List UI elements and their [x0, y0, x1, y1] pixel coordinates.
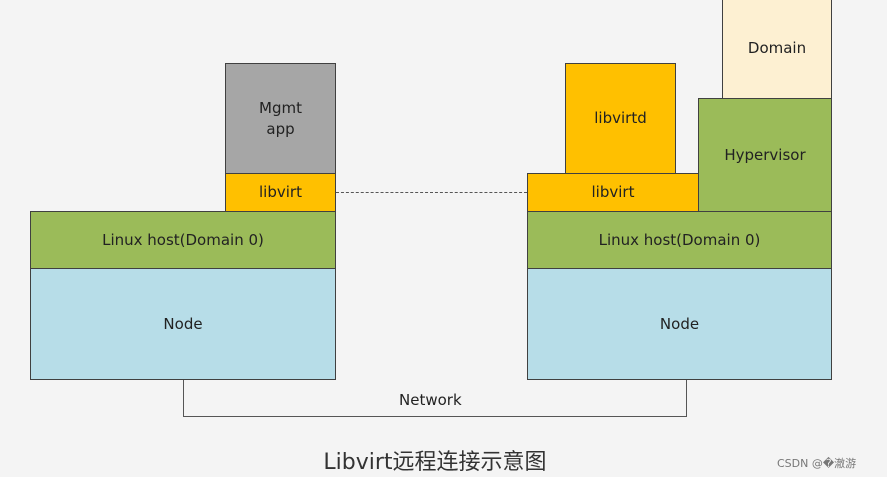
network-line-bottom [183, 416, 687, 417]
network-label: Network [399, 391, 462, 409]
diagram-title: Libvirt远程连接示意图 [323, 450, 547, 475]
left-libvirt-box: libvirt [225, 173, 336, 212]
right-node-box: Node [527, 268, 832, 380]
mgmt-app-box: Mgmt app [225, 63, 336, 174]
left-linux-host-box: Linux host(Domain 0) [30, 211, 336, 269]
network-line-right [686, 380, 687, 417]
watermark: CSDN @�澈游 [777, 457, 857, 470]
right-libvirt-box: libvirt [527, 173, 699, 212]
hypervisor-box: Hypervisor [698, 98, 832, 212]
network-line-left [183, 380, 184, 417]
remote-connection-line [336, 192, 527, 193]
left-node-box: Node [30, 268, 336, 380]
domain-box: Domain [722, 0, 832, 99]
libvirtd-box: libvirtd [565, 63, 676, 174]
right-linux-host-box: Linux host(Domain 0) [527, 211, 832, 269]
